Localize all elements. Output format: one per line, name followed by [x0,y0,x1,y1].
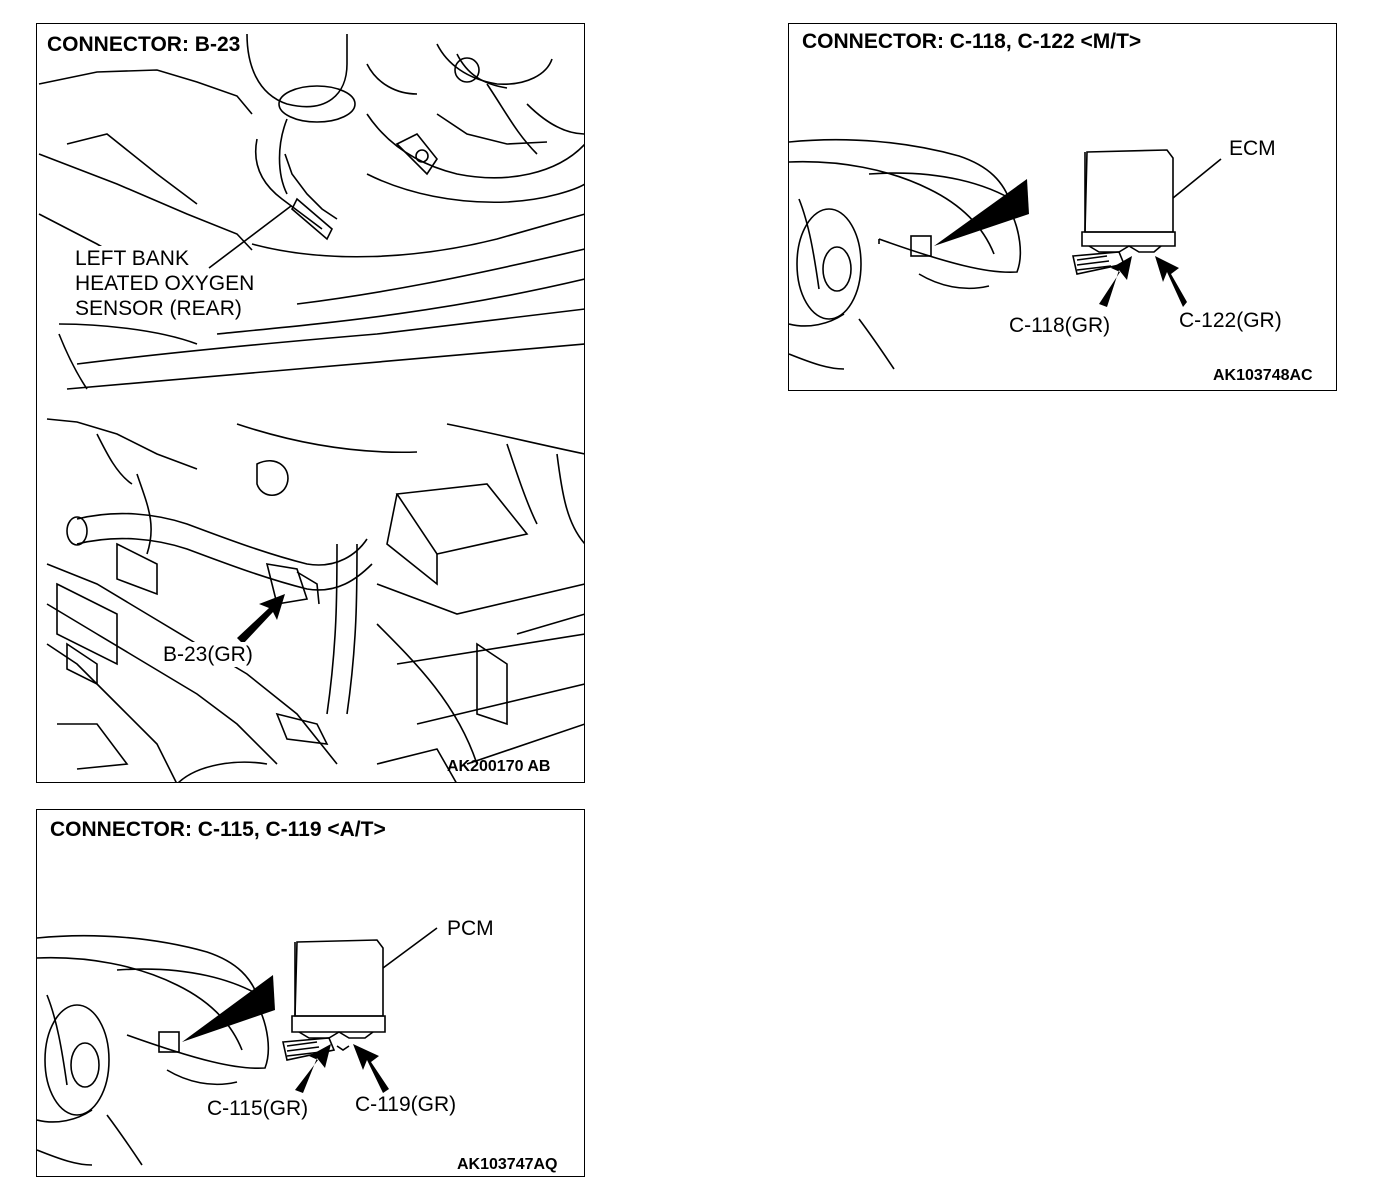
location-pointer [182,975,275,1042]
connector-b23-label: B-23(GR) [163,642,253,667]
connector-c115-c119-panel: CONNECTOR: C-115, C-119 <A/T> PCM C-115(… [36,809,585,1177]
connector-c119-label: C-119(GR) [355,1093,457,1116]
sensor-label-line2: HEATED OXYGEN [75,271,255,296]
panel-title: CONNECTOR: B-23 [47,33,241,56]
connector-c115-label: C-115(GR) [207,1097,309,1120]
connector-b23-panel: CONNECTOR: B-23 LEFT BANK HEATED OXYGEN … [36,23,585,783]
connector-c122-label: C-122(GR) [1179,309,1282,332]
dashboard [37,934,270,1166]
figure-code: AK103748AC [1213,367,1313,384]
dashboard [789,138,1022,370]
location-pointer [934,179,1029,246]
ecm-module [1072,149,1176,275]
b23-arrow [237,594,285,644]
ecm-leader-line [1172,158,1222,199]
panel-title: CONNECTOR: C-115, C-119 <A/T> [50,818,386,841]
figure-code: AK200170 AB [447,758,551,775]
c118-arrow [1099,256,1132,307]
c122-arrow [1155,256,1187,307]
engine-bay-view [46,418,584,782]
connector-c118-label: C-118(GR) [1009,314,1111,337]
engine-top-view [38,33,584,390]
connector-c118-c122-panel: CONNECTOR: C-118, C-122 <M/T> ECM C-118(… [788,23,1337,391]
figure-code: AK103747AQ [457,1156,558,1173]
sensor-label-line3: SENSOR (REAR) [75,296,242,321]
ecm-label: ECM [1229,137,1276,160]
panel-title: CONNECTOR: C-118, C-122 <M/T> [802,30,1142,53]
dashboard-pcm-illustration [37,927,438,1166]
pcm-leader-line [382,927,438,969]
sensor-leader-line [208,205,292,269]
sensor-label-line1: LEFT BANK [75,246,189,271]
c115-arrow [295,1044,331,1093]
pcm-module [282,939,386,1061]
c119-arrow [353,1044,389,1093]
dashboard-ecm-illustration [789,138,1222,370]
engine-illustration [37,33,584,782]
pcm-label: PCM [447,917,494,940]
